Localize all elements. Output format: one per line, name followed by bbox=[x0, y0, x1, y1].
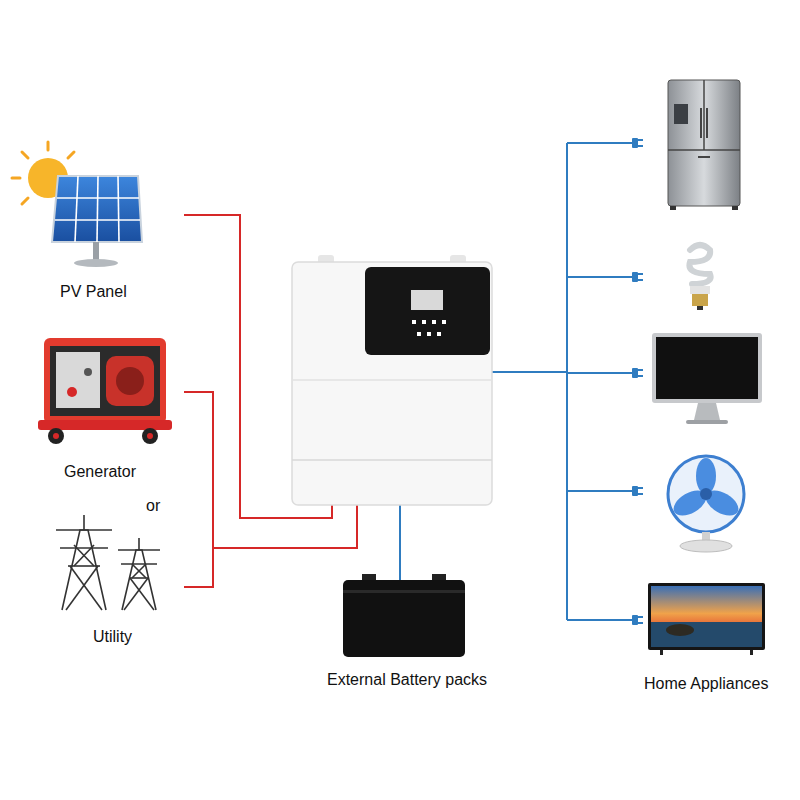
device-label: Home Appliances bbox=[640, 673, 773, 695]
inverter-icon bbox=[292, 255, 492, 505]
device-name: Utility bbox=[93, 628, 132, 646]
device-label: External Battery packs bbox=[323, 669, 491, 691]
monitor-icon bbox=[652, 333, 762, 424]
fridge-icon bbox=[668, 80, 740, 210]
tv-icon bbox=[648, 583, 765, 655]
device-name: External Battery packs bbox=[327, 671, 487, 689]
device-name: Generator bbox=[64, 463, 136, 481]
fan-icon bbox=[668, 456, 744, 552]
device-label: Generator bbox=[60, 461, 140, 483]
device-label: Utility bbox=[89, 626, 136, 648]
device-name: Home Appliances bbox=[644, 675, 769, 693]
bulb-icon bbox=[689, 245, 710, 310]
battery-icon bbox=[343, 574, 465, 657]
generator-icon bbox=[38, 338, 172, 444]
pv-panel-icon bbox=[52, 176, 142, 267]
separator-label: or bbox=[144, 497, 162, 515]
utility-tower-icon bbox=[56, 515, 160, 610]
plug-symbol bbox=[632, 138, 643, 625]
device-name: PV Panel bbox=[60, 283, 127, 301]
device-label: PV Panel bbox=[56, 281, 131, 303]
